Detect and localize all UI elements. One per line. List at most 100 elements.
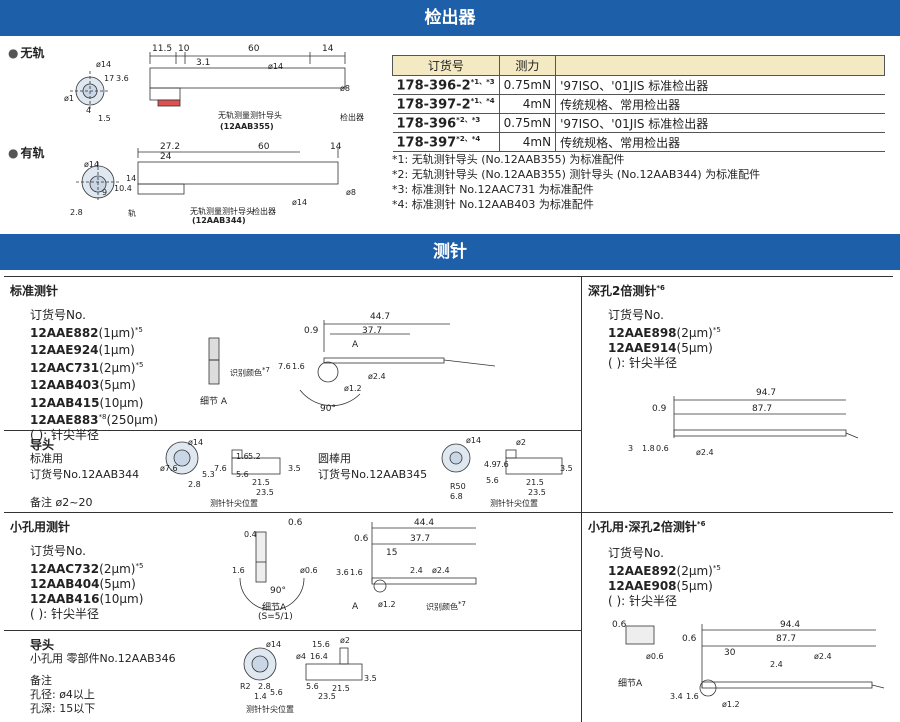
dim-phi14-a: ø14 [268, 62, 284, 71]
dim-94-7: 94.7 [756, 388, 777, 398]
dim-1-4-gs: 1.4 [254, 692, 267, 701]
dim-phi8-rail: ø8 [346, 188, 356, 197]
dim-phi1-2-sd: ø1.2 [722, 700, 740, 709]
dim-37-7-small: 37.7 [410, 534, 431, 544]
dim-phi8: ø8 [340, 84, 350, 93]
dim-3-deep: 3 [628, 444, 634, 453]
deep2x-drawing [673, 396, 859, 439]
dim-15-small: 15 [386, 548, 398, 558]
guide-title: 导头 [30, 438, 55, 452]
standard-stylus-drawing [299, 320, 496, 407]
dim-phi1-2: ø1.2 [344, 384, 362, 393]
dim-30-sd: 30 [724, 648, 736, 658]
dim-phi14-gs: ø14 [266, 640, 282, 649]
guide-small-drawing [243, 647, 363, 681]
deep2x-title: 深孔2倍测针 [588, 284, 657, 298]
dim-5-6-gs-b: 5.6 [306, 682, 319, 691]
small-deep-detail: 细节A [618, 679, 643, 689]
guide-sub1: 标准用 [30, 452, 63, 465]
detector-spec-table: 订货号 测力 178-396-2*1、*3 0.75mN '97ISO、'01J… [392, 55, 886, 152]
dim-5-3-g1: 5.3 [202, 470, 215, 479]
dim-0-9: 0.9 [304, 326, 319, 336]
dim-5-6-g2: 5.6 [486, 476, 499, 485]
dim-87-7-sd: 87.7 [776, 634, 797, 644]
dim-23-5-g2: 23.5 [528, 488, 546, 497]
callout-rail-guide: 无轨测量测针导头 [190, 207, 254, 216]
dim-phi14-b: ø14 [96, 60, 112, 69]
table-row: 178-396*2、*3 0.75mN '97ISO、'01JIS 标准检出器 [392, 113, 885, 133]
table-row: 178-396-2*1、*3 0.75mN '97ISO、'01JIS 标准检出… [392, 75, 885, 95]
dim-phi2-g2: ø2 [516, 438, 526, 447]
dim-60-rail: 60 [258, 142, 270, 152]
dim-16-4-gs: 16.4 [310, 652, 328, 661]
callout-detector-1: 检出器 [340, 113, 364, 122]
table-row: 178-397-2*1、*4 4mN 传统规格、常用检出器 [392, 94, 885, 114]
deep2x-list: 订货号No. 12AAE898(2μm)*5 12AAE914(5μm) ( )… [608, 308, 721, 370]
dim-phi2-4-small: ø2.4 [432, 566, 450, 575]
guide-order2: 订货号No.12AAB345 [318, 468, 428, 481]
dim-21-5-g1: 21.5 [252, 478, 270, 487]
table-header-order: 订货号 [392, 55, 500, 76]
dim-3-5-g1: 3.5 [288, 464, 301, 473]
dim-94-4-sd: 94.4 [780, 620, 801, 630]
dim-3-6-small: 3.6 [336, 568, 349, 577]
dim-4: 4 [86, 106, 92, 115]
dim-r2-gs: R2 [240, 682, 251, 691]
dim-3-4-sd: 3.4 [670, 692, 683, 701]
small-detail-scale: (S=5/1) [258, 612, 293, 622]
table-header-desc [555, 55, 886, 76]
divider [4, 512, 893, 513]
dim-90deg: 90° [320, 404, 336, 414]
dim-3-5-gs: 3.5 [364, 674, 377, 683]
detail-a-label: 细节 A [200, 397, 228, 407]
dim-phi0-6-small: ø0.6 [300, 566, 318, 575]
dim-phi0-6-sd: ø0.6 [646, 652, 664, 661]
table-header-force: 测力 [498, 55, 557, 76]
small-detail-label: 细节A [262, 603, 287, 613]
dim-1-5: 1.5 [98, 114, 111, 123]
rail-label: 有轨 [8, 144, 44, 161]
guide-small-note-label: 备注 [30, 674, 52, 687]
detector-notes: *1: 无轨测针导头 (No.12AAB355) 为标准配件 *2: 无轨测针导… [392, 153, 761, 211]
small-stylus-list: 订货号No. 12AAC732(2μm)*5 12AAB404(5μm) 12A… [30, 544, 144, 621]
dim-60: 60 [248, 44, 260, 54]
dim-0-6-sd-b: 0.6 [682, 634, 697, 644]
dim-24: 24 [160, 152, 172, 162]
small-detail-drawing [239, 531, 305, 611]
callout-rail-guide-code: (12AAB344) [192, 216, 246, 225]
standard-stylus-list: 订货号No. 12AAE882(1μm)*5 12AAE924(1μm) 12A… [30, 308, 159, 442]
dim-44-7: 44.7 [370, 312, 391, 322]
dim-phi2-4: ø2.4 [368, 372, 386, 381]
dim-9: 9 [102, 188, 108, 197]
callout-no-rail-guide: 无轨测量测针导头 [218, 111, 282, 120]
dim-44-4-small: 44.4 [414, 518, 435, 528]
dim-1-6-sd: 1.6 [686, 692, 699, 701]
guide-small-note1: 孔径: ø4以上 [30, 688, 95, 701]
rail-drawing [76, 148, 339, 202]
stylus-banner: 测针 [0, 234, 900, 270]
dim-2-4-sd: 2.4 [770, 660, 783, 669]
dim-0-6-sd: 0.6 [612, 620, 627, 630]
dim-phi2-gs: ø2 [340, 636, 350, 645]
dim-37-7: 37.7 [362, 326, 383, 336]
dim-0-9-deep: 0.9 [652, 404, 667, 414]
dim-3-5-g2: 3.5 [560, 464, 573, 473]
guide-small-sub: 小孔用 零部件No.12AAB346 [30, 652, 176, 665]
dim-0-4-small: 0.4 [244, 530, 257, 539]
dim-phi1: ø1 [64, 94, 74, 103]
callout-track: 轨 [128, 209, 136, 218]
dim-3-6: 3.6 [116, 74, 129, 83]
dim-2-8: 2.8 [70, 208, 83, 217]
measure-pos-small: 测针针尖位置 [246, 705, 294, 714]
divider [581, 276, 582, 722]
dim-phi4-gs: ø4 [296, 652, 306, 661]
dim-A-small: A [352, 602, 359, 612]
dim-phi2-4-sd: ø2.4 [814, 652, 832, 661]
small-stylus-title: 小孔用测针 [10, 520, 71, 534]
dim-21-5-gs: 21.5 [332, 684, 350, 693]
dim-17: 17 [104, 74, 115, 83]
callout-no-rail-guide-code: (12AAB355) [220, 122, 274, 131]
dim-5-6-gs: 5.6 [270, 688, 283, 697]
guide-sub2: 圆棒用 [318, 452, 351, 465]
dim-r50-g2: R50 [450, 482, 466, 491]
